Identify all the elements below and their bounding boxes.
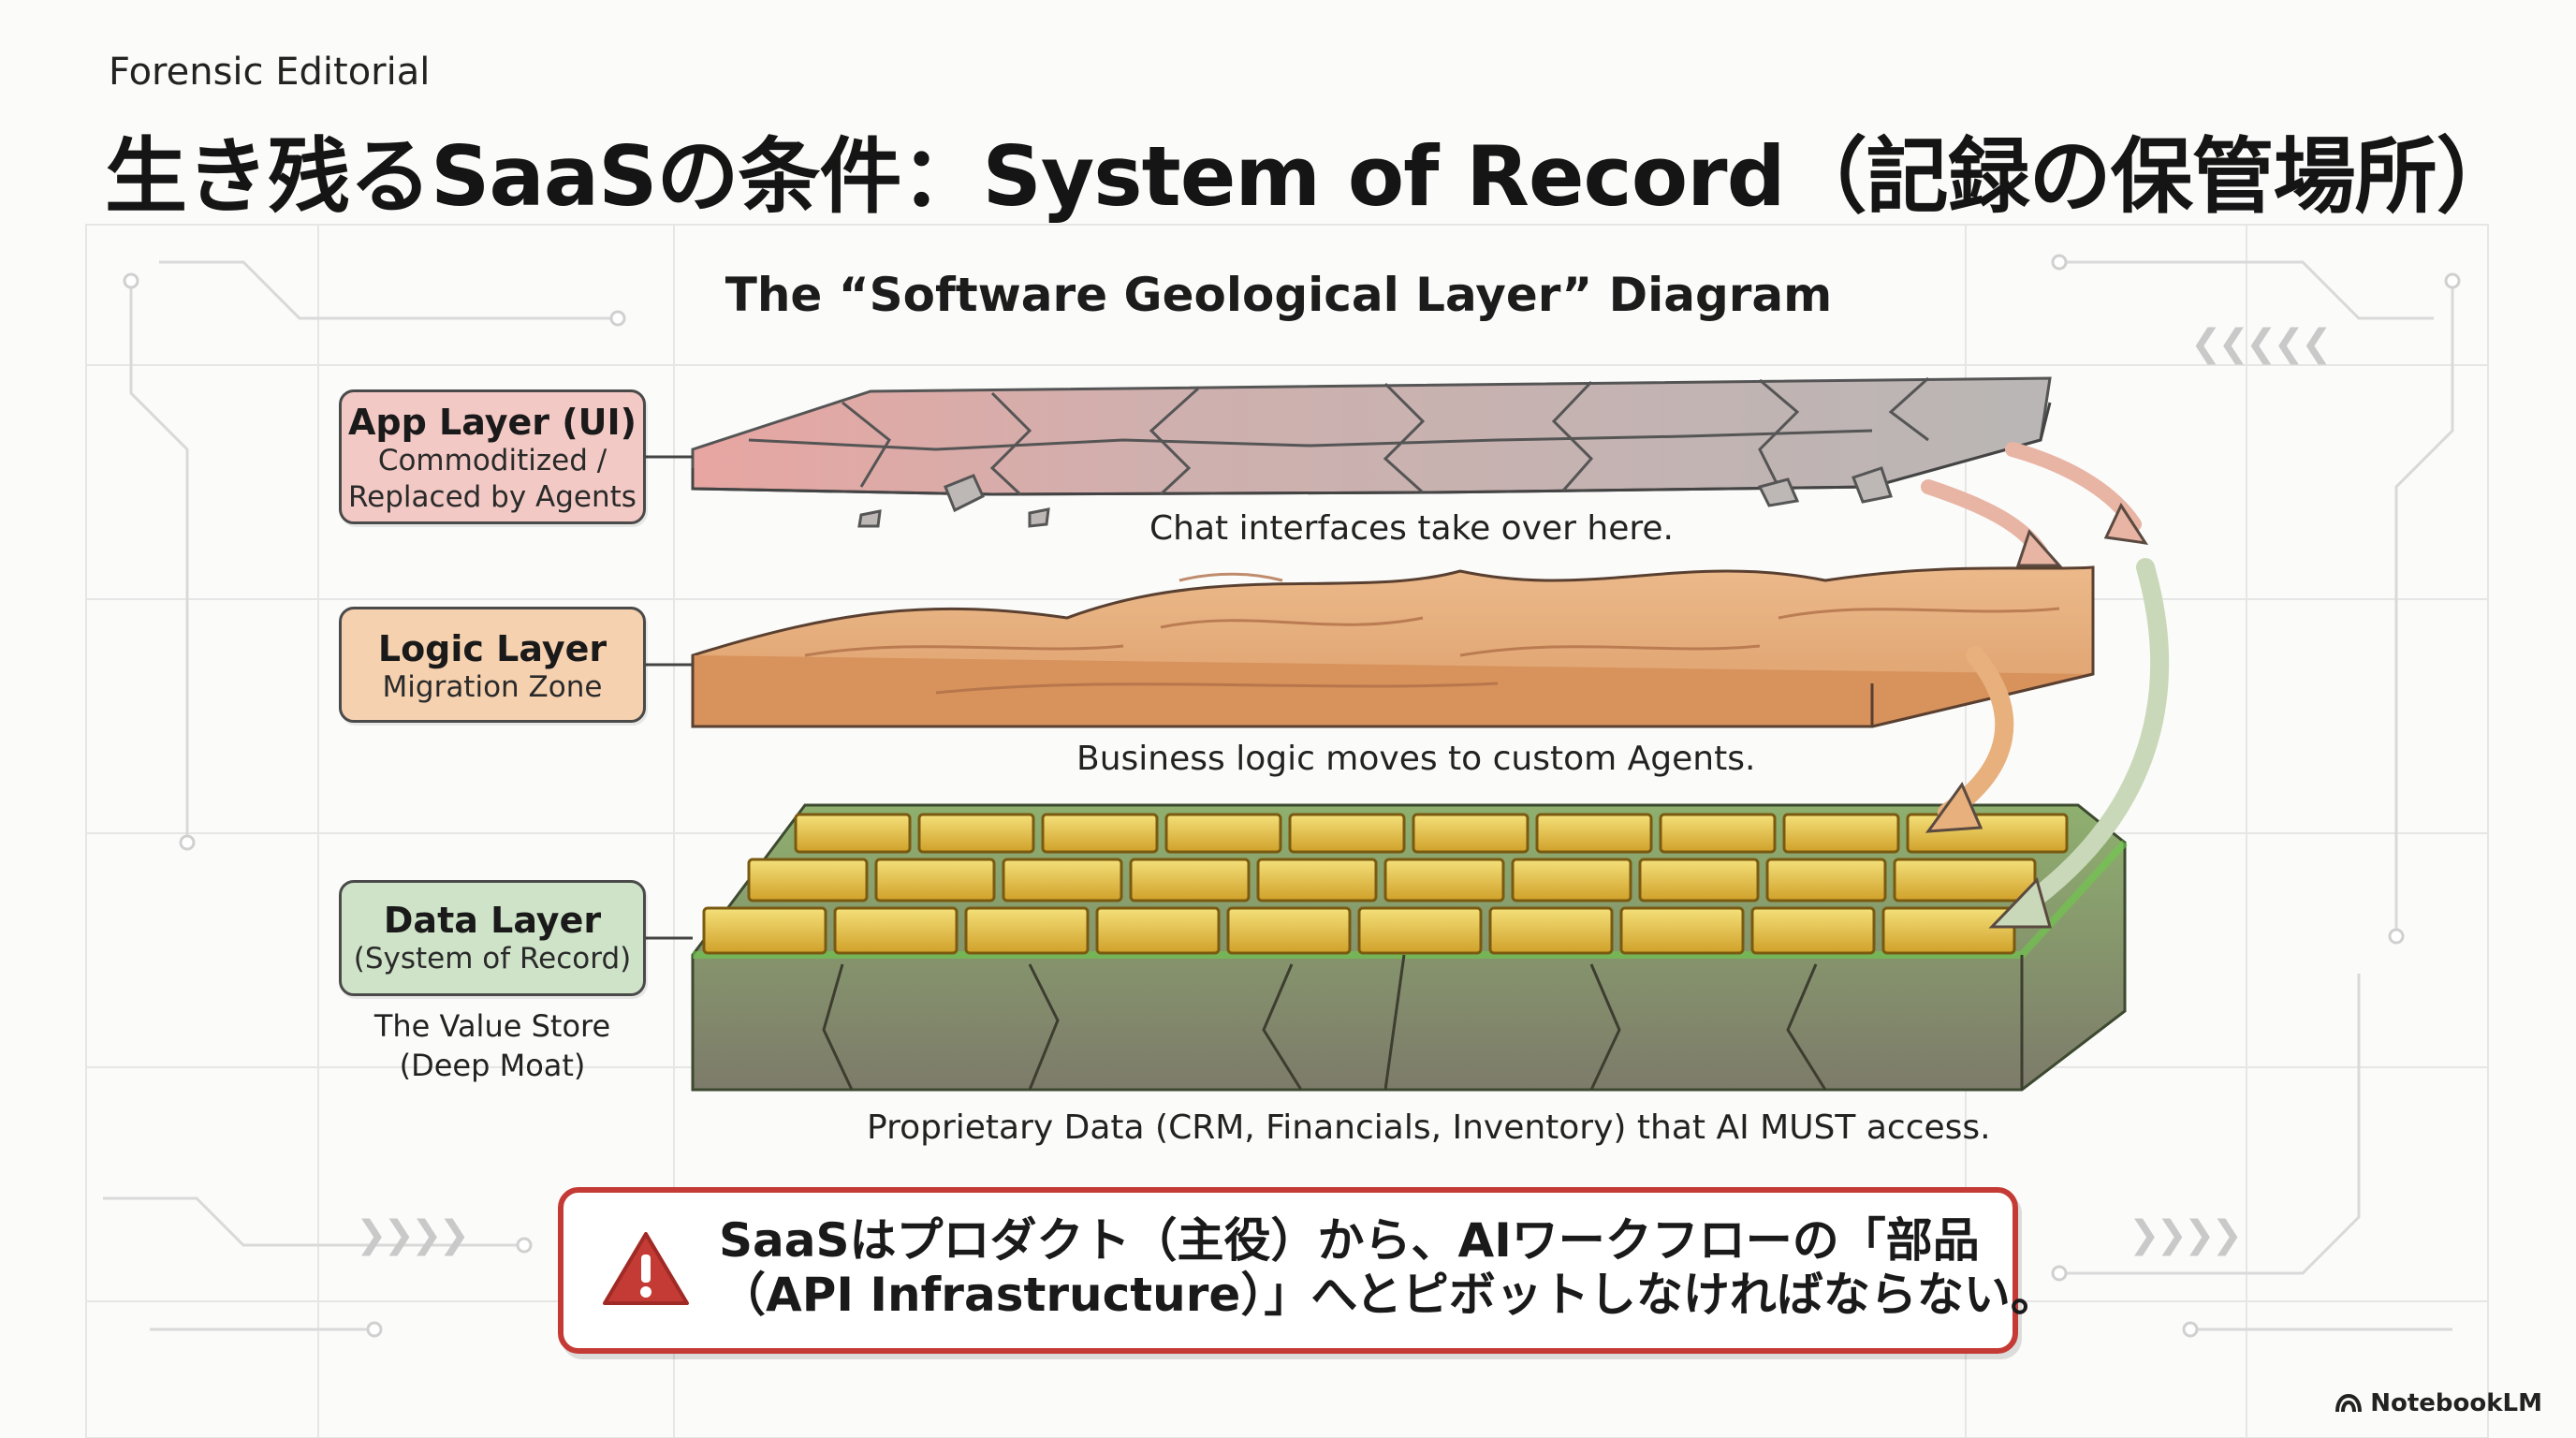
- chevrons-right-decoration-right: ❯❯❯❯: [2129, 1213, 2243, 1256]
- chevrons-left-decoration: ❮❮❮❮❮: [2190, 322, 2333, 365]
- data-layer-subtitle: (System of Record): [353, 942, 632, 976]
- app-layer-subtitle-1: Commoditized /: [377, 444, 607, 477]
- brand-watermark: NotebookLM: [2334, 1389, 2542, 1417]
- data-layer-block: [691, 803, 2128, 1092]
- value-store-note: The Value Store (Deep Moat): [339, 1007, 646, 1085]
- data-layer-caption: Proprietary Data (CRM, Financials, Inven…: [867, 1108, 1991, 1147]
- gold-bricks: [702, 813, 2069, 955]
- app-layer-caption: Chat interfaces take over here.: [1149, 509, 1674, 548]
- app-layer-label: App Layer (UI) Commoditized / Replaced b…: [339, 389, 646, 524]
- warning-triangle-icon: [603, 1232, 689, 1305]
- logic-layer-label: Logic Layer Migration Zone: [339, 607, 646, 723]
- notebooklm-logo-icon: [2335, 1393, 2363, 1413]
- app-layer-slab: [691, 376, 2052, 528]
- diagram-title-wrap: The “Software Geological Layer” Diagram: [0, 268, 2576, 322]
- logic-layer-subtitle: Migration Zone: [382, 670, 603, 704]
- page-title: 生き残るSaaSの条件：System of Record（記録の保管場所）: [105, 128, 2519, 225]
- logic-layer-caption: Business logic moves to custom Agents.: [1076, 740, 1756, 778]
- callout-text: SaaSはプロダクト（主役）から、AIワークフローの「部品 （API Infra…: [719, 1213, 2057, 1322]
- callout-line-1: SaaSはプロダクト（主役）から、AIワークフローの「部品: [719, 1213, 1980, 1268]
- brand-name: NotebookLM: [2370, 1389, 2542, 1417]
- value-store-line-2: (Deep Moat): [399, 1047, 586, 1083]
- callout-line-2: （API Infrastructure）」へとピボットしなければならない。: [719, 1268, 2057, 1322]
- kicker-label: Forensic Editorial: [109, 51, 431, 94]
- chevrons-right-decoration-left: ❯❯❯❯: [356, 1213, 470, 1256]
- value-store-line-1: The Value Store: [373, 1008, 611, 1044]
- pivot-callout: SaaSはプロダクト（主役）から、AIワークフローの「部品 （API Infra…: [558, 1187, 2057, 1354]
- data-layer-label: Data Layer (System of Record): [339, 880, 646, 996]
- logic-layer-slab: [691, 565, 2095, 728]
- data-layer-name: Data Layer: [383, 900, 602, 941]
- logic-layer-name: Logic Layer: [377, 628, 607, 669]
- diagram-title: The “Software Geological Layer” Diagram: [724, 268, 1833, 322]
- app-layer-name: App Layer (UI): [348, 402, 637, 443]
- app-layer-subtitle-2: Replaced by Agents: [348, 479, 637, 514]
